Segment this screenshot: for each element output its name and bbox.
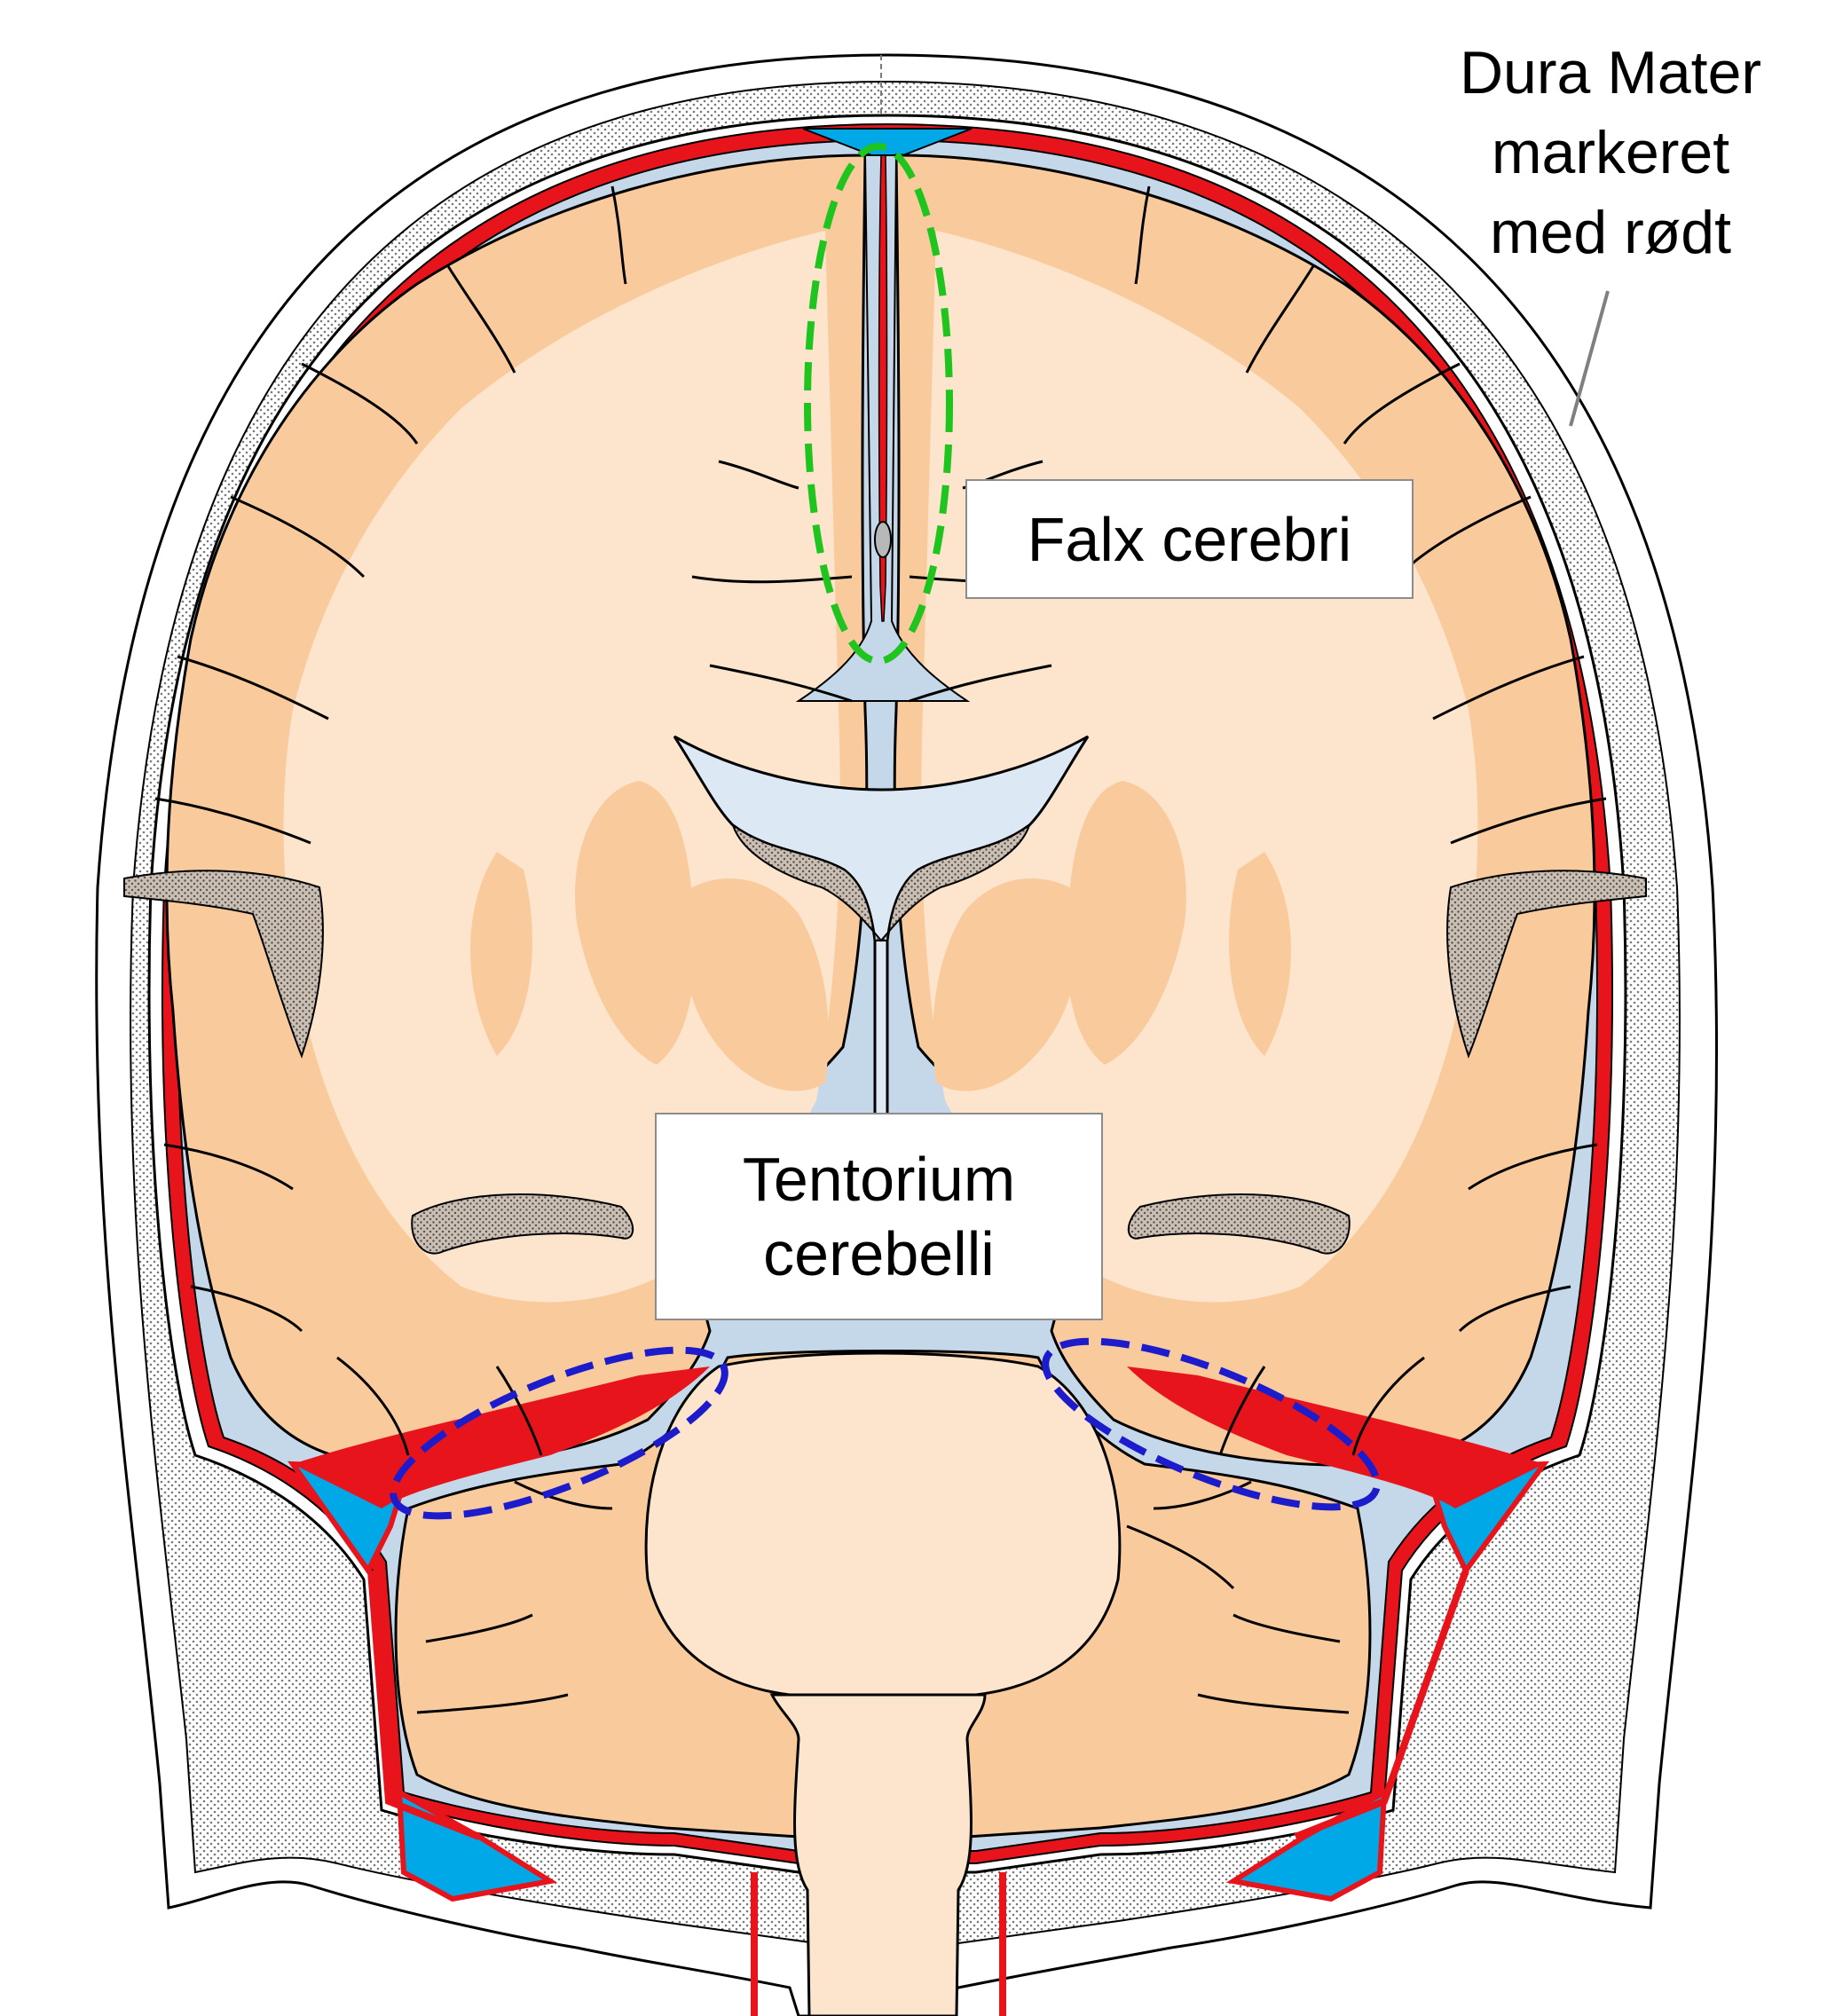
left-thalamus — [683, 878, 829, 1091]
left-sylvian-fissure — [123, 870, 324, 1059]
choroid-plexus — [731, 823, 1031, 942]
cerebellar-folia — [416, 1480, 1350, 1714]
dura-pointer-line — [1569, 290, 1610, 427]
left-temporal-horn — [411, 1193, 634, 1255]
tentorium-label-line2: cerebelli — [763, 1219, 995, 1288]
falx-cerebri-label-box: Falx cerebri — [965, 479, 1414, 599]
brainstem-pons — [644, 1351, 1122, 1697]
falx-cerebri-label: Falx cerebri — [1027, 504, 1352, 574]
right-temporal-horn — [1127, 1193, 1351, 1255]
right-caudate-putamen — [1066, 781, 1186, 1065]
inferior-sagittal-sinus-overlay — [874, 521, 892, 558]
right-thalamus — [933, 878, 1078, 1091]
falx-cerebri-highlight — [804, 143, 953, 665]
tentorium-label-line1: Tentorium — [742, 1145, 1016, 1214]
falx-cerebri-dura-overlay — [878, 154, 888, 622]
left-posterior-fossa-dura — [367, 1570, 481, 1840]
dura-caption-line2: markeret — [1491, 118, 1730, 186]
left-sulci — [154, 185, 853, 1456]
dura-caption-line1: Dura Mater — [1459, 39, 1762, 106]
right-tentorium-highlight — [1042, 1337, 1381, 1511]
left-tentorium-highlight — [390, 1346, 728, 1520]
right-insula-gray — [1229, 852, 1291, 1056]
tentorium-cerebelli-label-box: Tentorium cerebelli — [655, 1113, 1103, 1320]
dura-caption-line3: med rødt — [1489, 198, 1732, 266]
left-caudate-putamen — [575, 781, 696, 1065]
right-posterior-fossa-dura — [1294, 1569, 1469, 1840]
left-white-matter — [283, 231, 840, 1303]
right-sylvian-fissure — [1446, 870, 1647, 1059]
right-tentorium-dura — [1127, 1366, 1544, 1508]
brainstem-medulla — [769, 1693, 987, 2016]
dura-mater-caption: Dura Mater markeret med rødt — [1411, 34, 1810, 272]
left-insula-gray — [470, 852, 532, 1056]
